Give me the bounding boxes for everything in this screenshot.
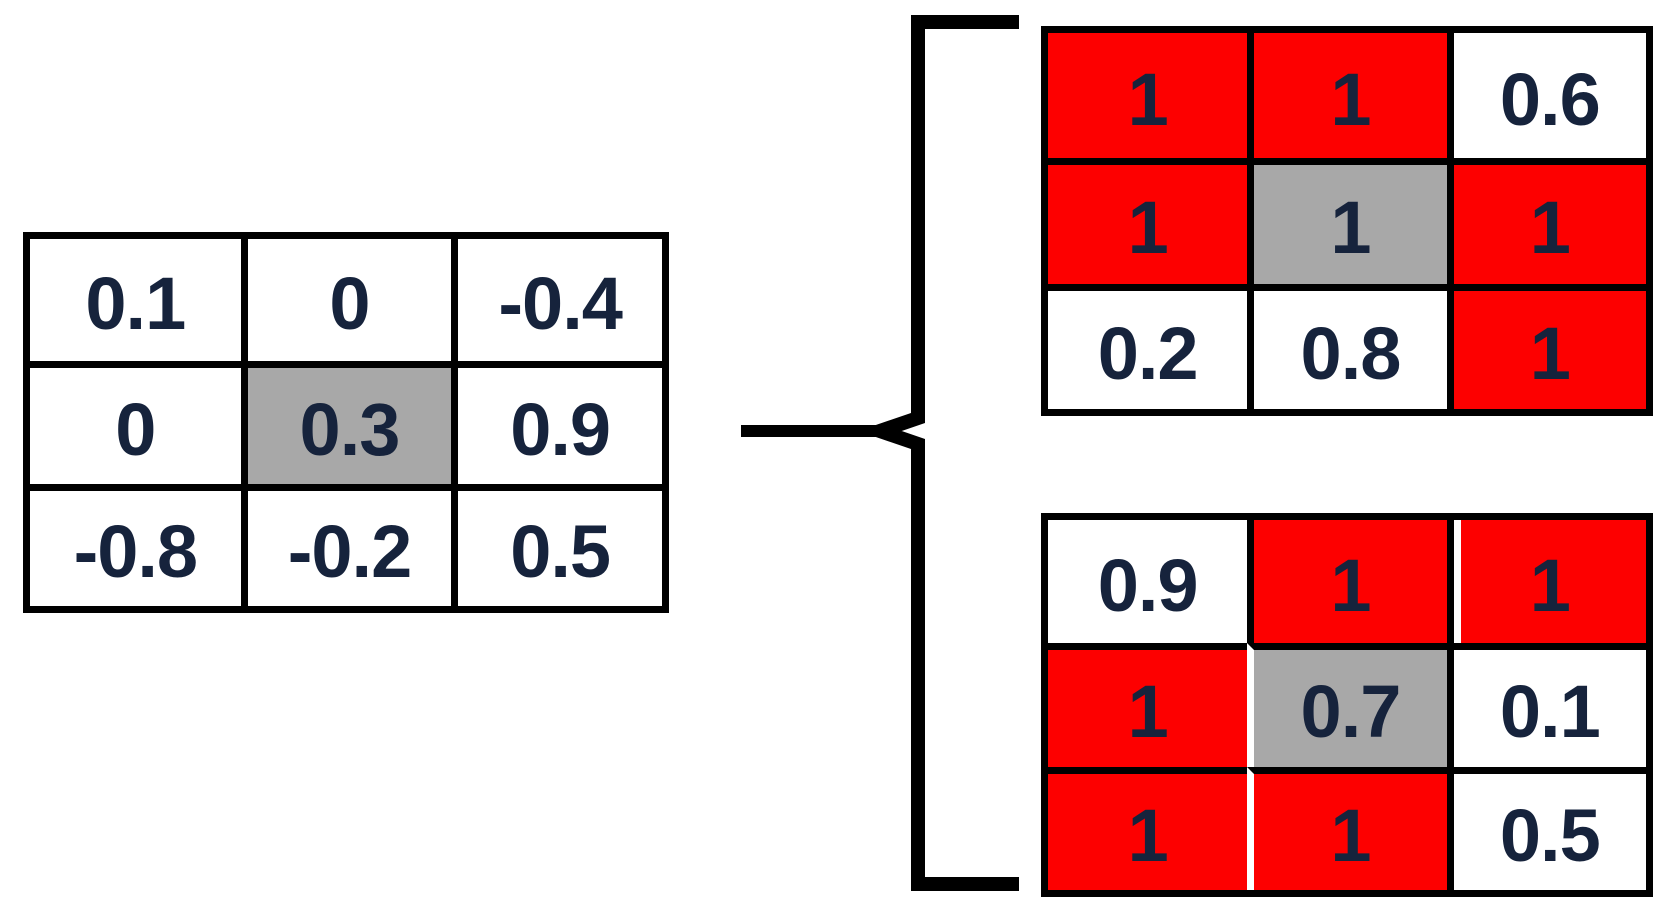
curly-brace-icon bbox=[858, 15, 1019, 891]
matrix-cell: 1 bbox=[1048, 766, 1248, 890]
matrix-cell: 1 bbox=[1446, 283, 1646, 409]
matrix-cell: 0.6 bbox=[1446, 33, 1646, 159]
matrix-cell: 1 bbox=[1446, 520, 1646, 644]
matrix-cell: 1 bbox=[1247, 520, 1447, 644]
matrix-cell: 0.9 bbox=[451, 361, 662, 484]
matrix-cell: 0.5 bbox=[1446, 766, 1646, 890]
matrix-cell: 1 bbox=[1048, 158, 1248, 284]
matrix-cell: 1 bbox=[1247, 158, 1447, 284]
matrix-cell: 0 bbox=[30, 361, 241, 484]
matrix-cell: 0.8 bbox=[1247, 283, 1447, 409]
matrix-cell: 0.3 bbox=[240, 361, 452, 484]
matrix-cell: 1 bbox=[1247, 33, 1447, 159]
matrix-cell: 1 bbox=[1247, 766, 1447, 890]
matrix-cell: 0.7 bbox=[1247, 643, 1447, 767]
matrix-cell: -0.8 bbox=[30, 483, 241, 606]
matrix-cell: 0.2 bbox=[1048, 283, 1248, 409]
matrix-cell: 1 bbox=[1048, 33, 1248, 159]
matrix-cell: 1 bbox=[1048, 643, 1248, 767]
matrix-cell: -0.4 bbox=[451, 239, 662, 362]
matrix-cell: -0.2 bbox=[240, 483, 452, 606]
matrix-cell: 0.1 bbox=[30, 239, 241, 362]
matrix-cell: 0.5 bbox=[451, 483, 662, 606]
matrix-cell: 0.1 bbox=[1446, 643, 1646, 767]
matrix-cell: 0 bbox=[240, 239, 452, 362]
matrix-cell: 1 bbox=[1446, 158, 1646, 284]
matrix-cell: 0.9 bbox=[1048, 520, 1248, 644]
